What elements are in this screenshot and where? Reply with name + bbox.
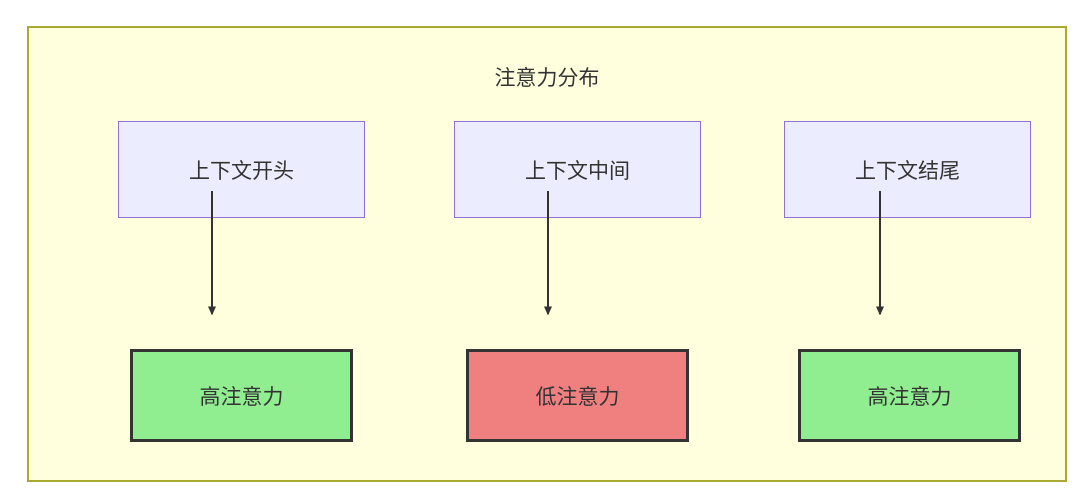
node-label: 高注意力 [199, 385, 284, 409]
node-context-beginning: 上下文开头 [118, 121, 365, 218]
node-context-end: 上下文结尾 [784, 121, 1031, 218]
diagram-title: 注意力分布 [494, 67, 600, 90]
node-label: 上下文开头 [189, 159, 294, 183]
node-high-attention-left: 高注意力 [130, 349, 353, 442]
node-label: 高注意力 [867, 385, 952, 409]
node-low-attention: 低注意力 [466, 349, 689, 442]
node-context-middle: 上下文中间 [454, 121, 701, 218]
node-label: 低注意力 [535, 385, 620, 409]
node-label: 上下文中间 [525, 159, 630, 183]
node-high-attention-right: 高注意力 [798, 349, 1021, 442]
attention-distribution-group: 注意力分布 上下文开头 上下文中间 上下文结尾 高注意力 低注意力 高注意力 [27, 26, 1067, 482]
node-label: 上下文结尾 [855, 159, 960, 183]
